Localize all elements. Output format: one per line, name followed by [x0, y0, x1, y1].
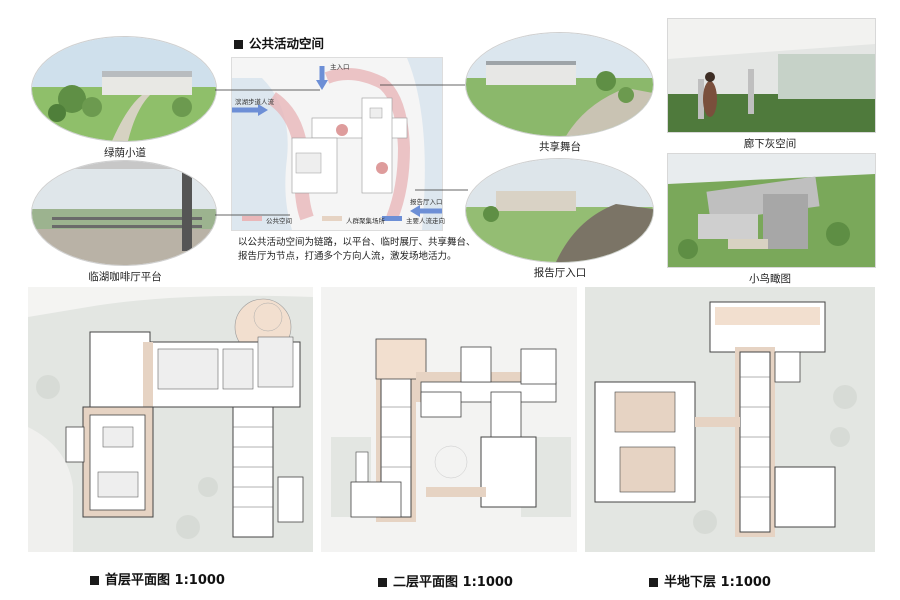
caption-corridor: 廊下灰空间: [743, 138, 797, 150]
site-map: 主入口 滨湖步道人流 报告厅入口 公共空间 人群聚集场所 主要人流走向: [231, 57, 445, 231]
connector-lines: [215, 84, 468, 216]
legend-public-space: 公共空间: [266, 217, 292, 225]
section-description: 以公共活动空间为链路，以平台、临时展厅、共享舞台、 报告厅为节点，打通多个方向人…: [238, 237, 476, 262]
section-title: 公共活动空间: [234, 33, 324, 52]
caption-green-path: 绿荫小道: [104, 147, 146, 159]
title-square-icon: [234, 40, 243, 49]
title-square-icon: [378, 578, 387, 587]
photo-auditorium-entrance: [465, 158, 654, 263]
caption-auditorium-entrance: 报告厅入口: [533, 267, 587, 279]
photo-shared-stage: [465, 32, 654, 137]
caption-birdseye: 小鸟瞰图: [749, 273, 791, 285]
title-square-icon: [90, 576, 99, 585]
plan-second-floor: [321, 287, 577, 552]
title-square-icon: [649, 578, 658, 587]
plan-title-ground: 首层平面图 1:1000: [90, 569, 225, 588]
caption-lakeside-cafe: 临湖咖啡厅平台: [88, 271, 162, 283]
caption-shared-stage: 共享舞台: [539, 141, 581, 153]
legend-gathering: 人群聚集场所: [346, 217, 385, 225]
map-label-auditorium-entrance: 报告厅入口: [410, 198, 443, 206]
photo-corridor: [667, 18, 876, 133]
plan-ground-floor: [28, 287, 313, 552]
photo-lakeside-cafe: [31, 160, 217, 266]
map-label-lakeside: 滨湖步道人流: [235, 98, 274, 106]
plan-title-semi-basement: 半地下层 1:1000: [649, 571, 771, 590]
photo-birdseye: [667, 153, 876, 268]
map-label-main-entrance: 主入口: [330, 63, 350, 71]
legend-flow: 主要人流走向: [406, 217, 445, 225]
plan-title-second: 二层平面图 1:1000: [378, 571, 513, 590]
plan-semi-basement: [585, 287, 875, 552]
